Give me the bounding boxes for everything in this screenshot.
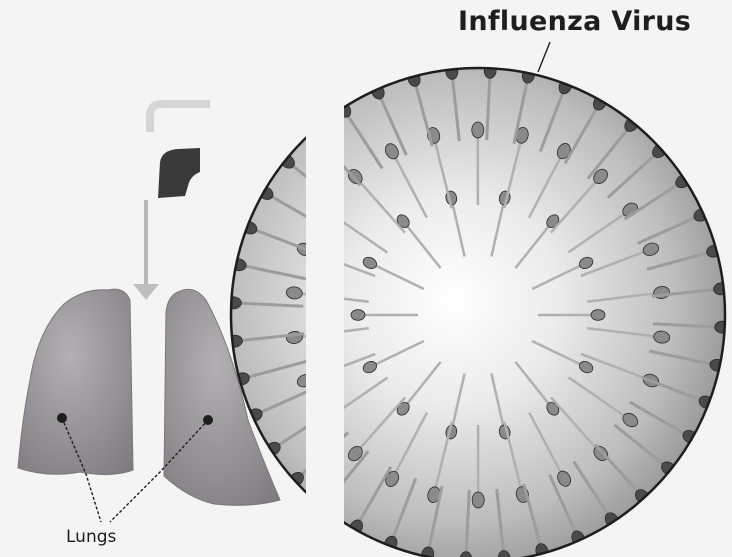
airway-path (150, 104, 210, 132)
lungs-caption: Lungs (66, 527, 116, 547)
virus-title: Influenza Virus (458, 6, 691, 37)
virus-spike-head (351, 310, 365, 321)
virus-spike-head (714, 321, 731, 334)
virus-spike-head (472, 492, 484, 508)
airway-arrow-head (133, 284, 159, 300)
virus-spike-head (484, 62, 497, 79)
left-lung (18, 289, 133, 474)
virus-spike-head (225, 296, 242, 309)
virus-title-leader (538, 42, 550, 72)
virus-spike-head (472, 122, 484, 138)
virus-spike-head (591, 310, 605, 321)
airway-throat (158, 148, 200, 198)
panel-gap (306, 64, 344, 557)
